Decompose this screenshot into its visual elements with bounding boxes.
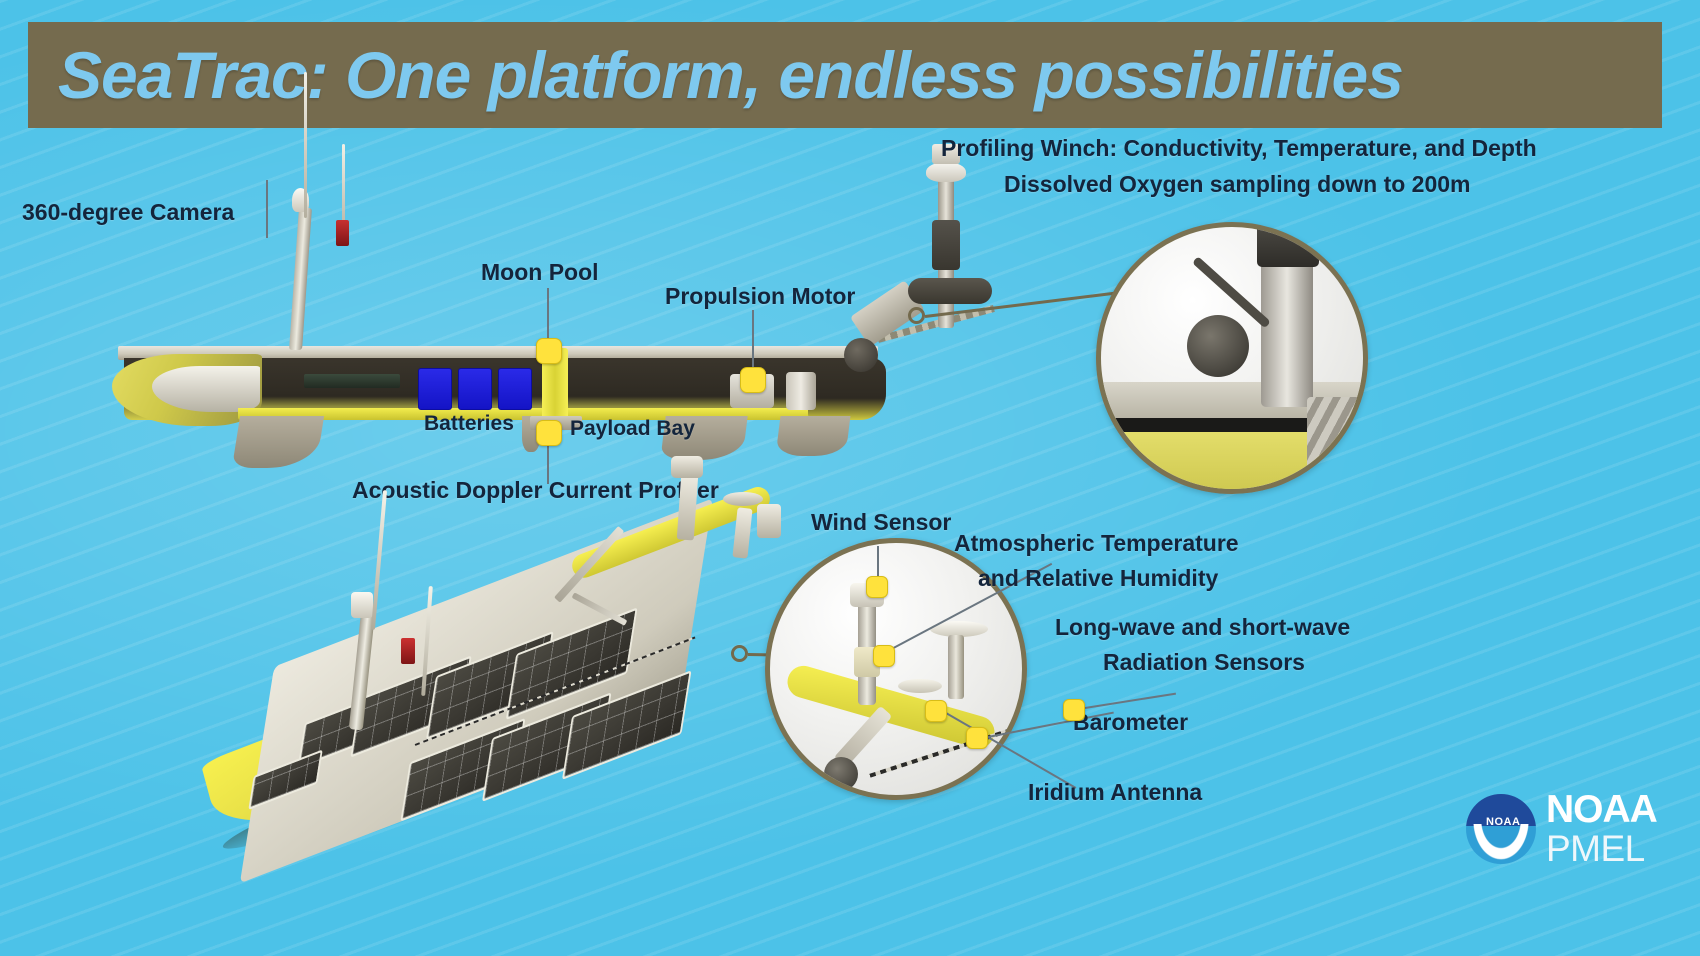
leader-adcp [547, 432, 549, 484]
label-propulsion-motor: Propulsion Motor [665, 283, 856, 309]
inset-radiation-post [948, 635, 964, 699]
whip-antenna [304, 72, 307, 218]
leader-propulsion [752, 310, 754, 372]
noaa-pmel-logo: NOAA NOAA PMEL [1466, 790, 1678, 872]
label-batteries: Batteries [424, 412, 514, 435]
callout-chip-moon-pool[interactable] [536, 338, 562, 364]
callout-chip-radiation[interactable] [1063, 699, 1085, 721]
ctd-fin [908, 278, 992, 304]
inset-ctd-head [1257, 227, 1319, 267]
title-banner: SeaTrac: One platform, endless possibili… [28, 22, 1662, 128]
label-profiling-winch-line2: Dissolved Oxygen sampling down to 200m [1004, 171, 1471, 197]
inset-hull-edge [1101, 418, 1363, 432]
label-atmospheric-temperature-line2: and Relative Humidity [978, 565, 1219, 591]
label-barometer: Barometer [1073, 709, 1189, 735]
keel-fin-forward [231, 416, 325, 468]
label-atmospheric-temperature-line1: Atmospheric Temperature [954, 530, 1239, 556]
leader-wind-sensor [877, 546, 879, 578]
label-profiling-winch-line1: Profiling Winch: Conductivity, Temperatu… [941, 135, 1537, 161]
label-adcp: Acoustic Doppler Current Profiler [352, 477, 719, 503]
callout-chip-adcp[interactable] [536, 420, 562, 446]
barometer-box [757, 504, 781, 538]
ctd-top-sensor [932, 144, 960, 164]
inset-barometer [970, 637, 1000, 683]
label-payload-bay: Payload Bay [570, 417, 695, 440]
inset-ladder [1307, 397, 1363, 489]
page-title: SeaTrac: One platform, endless possibili… [58, 38, 1404, 112]
label-moon-pool: Moon Pool [481, 259, 599, 285]
label-wind-sensor: Wind Sensor [811, 509, 952, 535]
leader-radiation [1084, 692, 1177, 709]
rudder-fin [775, 416, 851, 456]
inset-small-dome [898, 679, 942, 693]
vhf-antenna [342, 144, 345, 240]
bow-interior [152, 366, 260, 412]
battery-cell [418, 368, 452, 410]
navigation-light [336, 220, 349, 246]
callout-chip-propulsion[interactable] [740, 367, 766, 393]
noaa-seal-icon: NOAA [1466, 794, 1536, 864]
profiling-winch-photo-inset [1096, 222, 1368, 494]
label-iridium-antenna: Iridium Antenna [1028, 779, 1203, 805]
label-radiation-line1: Long-wave and short-wave [1055, 614, 1351, 640]
radiation-sensor-dome [723, 492, 763, 506]
sensor-connector-dot [731, 645, 748, 662]
battery-cell [498, 368, 532, 410]
leader-moon-pool [547, 288, 549, 350]
pmel-wordmark: PMEL [1546, 828, 1645, 869]
seatrac-cutaway-illustration [112, 72, 995, 468]
ctd-sensor-body [932, 220, 960, 270]
winch-connector-dot [908, 307, 925, 324]
seatrac-perspective-illustration [200, 456, 805, 920]
noaa-wordmark: NOAA [1546, 788, 1658, 831]
inset-winch-drum [1187, 315, 1249, 377]
navigation-light [401, 638, 415, 664]
mast-sensor-head [351, 592, 373, 618]
battery-cell [458, 368, 492, 410]
noaa-seal-text: NOAA [1486, 816, 1521, 828]
whip-antenna [370, 490, 388, 630]
ctd-cone [926, 162, 966, 182]
sensor-suite-photo-inset [765, 538, 1027, 800]
callout-chip-iridium[interactable] [925, 700, 947, 722]
winch-drum [844, 338, 878, 372]
callout-chip-atmos-temp[interactable] [873, 645, 895, 667]
noaa-bird-shape [1479, 822, 1523, 856]
label-radiation-line2: Radiation Sensors [1103, 649, 1305, 675]
leader-camera [266, 180, 268, 238]
wind-sensor-head [671, 456, 703, 478]
stern-section [808, 358, 886, 420]
callout-chip-wind-sensor[interactable] [866, 576, 888, 598]
inset-radiation-dome [930, 621, 988, 637]
forward-mast [289, 208, 312, 350]
label-camera: 360-degree Camera [22, 199, 235, 225]
propulsion-cylinder [786, 372, 816, 410]
electronics-board [304, 374, 400, 388]
inset-winch [824, 757, 858, 791]
deck [118, 346, 878, 360]
callout-chip-barometer[interactable] [966, 727, 988, 749]
